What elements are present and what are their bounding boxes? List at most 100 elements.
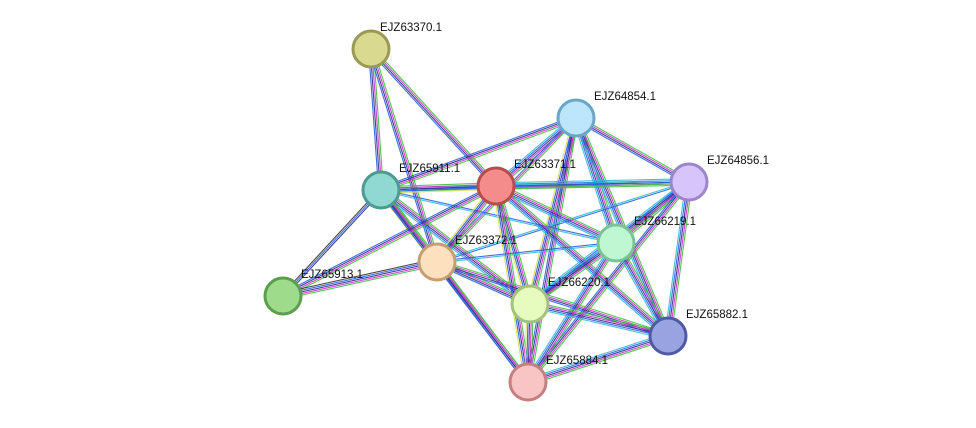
edge-ejz63370-1-ejz63371-1 [368, 47, 499, 188]
edge-evidence-blue [436, 241, 616, 262]
edge-ejz64856-1-ejz65882-1 [664, 181, 693, 337]
edge-evidence-navy [380, 116, 576, 190]
node-label-ejz64854-1: EJZ64854.1 [594, 91, 656, 103]
edge-evidence-cyan [378, 192, 529, 307]
node-label-ejz65911-1: EJZ65911.1 [399, 163, 460, 175]
edge-evidence-blue [437, 182, 690, 264]
edge-evidence-navy [495, 185, 531, 305]
edge-evidence-navy [283, 190, 383, 298]
edge-evidence-cyan [526, 332, 668, 380]
edge-evidence-green [283, 187, 498, 299]
edge-ejz64854-1-ejz64856-1 [574, 115, 691, 185]
edge-evidence-dark [281, 188, 381, 296]
edge-ejz63371-1-ejz65882-1 [493, 183, 671, 339]
edge-evidence-magenta [381, 118, 577, 192]
edge-ejz63372-1-ejz65884-1 [434, 260, 531, 384]
edge-evidence-magenta [371, 48, 383, 190]
node-ejz65884-1[interactable] [508, 362, 548, 402]
edge-evidence-blue [379, 115, 576, 189]
edge-evidence-green [437, 259, 669, 335]
edge-evidence-navy [667, 181, 690, 337]
edge-evidence-navy [436, 262, 668, 338]
edge-evidence-blue [529, 305, 668, 339]
edge-evidence-magenta [528, 243, 618, 384]
edge-evidence-magenta [496, 184, 670, 336]
edge-evidence-blue [368, 49, 380, 191]
node-label-ejz66220-1: EJZ66220.1 [548, 277, 610, 289]
edge-ejz63371-1-ejz66220-1 [492, 184, 534, 306]
edge-evidence-magenta [283, 263, 438, 299]
edge-evidence-blue [434, 263, 527, 384]
edge-evidence-green [438, 260, 531, 381]
node-ejz66219-1[interactable] [596, 223, 636, 263]
edge-evidence-blue [281, 183, 496, 295]
edge-evidence-cyan [572, 118, 614, 245]
edge-evidence-blue [495, 186, 616, 245]
node-label-ejz65882-1: EJZ65882.1 [686, 309, 748, 321]
edge-evidence-green [528, 338, 670, 386]
edge-evidence-cyan [493, 187, 667, 339]
edge-evidence-green [283, 264, 438, 300]
edge-ejz63372-1-ejz65882-1 [436, 259, 669, 339]
edge-evidence-magenta [371, 48, 497, 186]
node-ejz66220-1[interactable] [510, 284, 550, 324]
node-ejz65911-1[interactable] [361, 170, 401, 210]
edge-evidence-blue [574, 119, 689, 185]
node-ejz64856-1[interactable] [669, 162, 709, 202]
edge-evidence-cyan [664, 181, 687, 336]
edge-evidence-magenta [283, 186, 497, 298]
edge-evidence-magenta [576, 116, 690, 182]
edge-evidence-navy [495, 185, 669, 337]
edge-evidence-blue [493, 186, 529, 305]
edge-evidence-navy [369, 49, 437, 263]
edge-evidence-magenta [371, 48, 439, 262]
edge-evidence-navy [435, 262, 528, 383]
node-ejz63370-1[interactable] [351, 29, 391, 69]
edge-evidence-magenta [530, 301, 669, 335]
edge-evidence-navy [370, 49, 496, 187]
edge-evidence-navy [369, 49, 381, 191]
edge-evidence-blue [665, 181, 688, 336]
edge-ejz64854-1-ejz65911-1 [379, 115, 578, 193]
edge-evidence-magenta [496, 184, 617, 243]
edge-ejz66220-1-ejz65882-1 [529, 300, 669, 340]
edge-evidence-magenta [437, 260, 669, 336]
edge-evidence-blue [527, 333, 668, 382]
edge-evidence-green [497, 182, 618, 241]
edge-evidence-blue [282, 189, 382, 297]
edge-evidence-blue [282, 259, 437, 295]
node-ejz64854-1[interactable] [556, 98, 596, 138]
edge-evidence-cyan [524, 240, 614, 381]
node-label-ejz63370-1: EJZ63370.1 [380, 22, 442, 34]
node-ejz65882-1[interactable] [648, 316, 688, 356]
edge-evidence-cyan [437, 243, 617, 264]
edge-evidence-magenta [528, 336, 669, 385]
node-ejz63372-1[interactable] [417, 242, 457, 282]
edge-evidence-green [497, 183, 671, 335]
edge-evidence-blue [494, 186, 668, 338]
node-label-ejz65913-1: EJZ65913.1 [301, 269, 363, 281]
node-label-ejz64856-1: EJZ64856.1 [707, 155, 769, 167]
edge-ejz65882-1-ejz65884-1 [526, 332, 670, 386]
edge-ejz63371-1-ejz65913-1 [281, 183, 498, 299]
edge-evidence-magenta [437, 261, 530, 382]
edge-evidence-green [372, 47, 499, 185]
edge-evidence-green [496, 184, 690, 190]
edge-ejz65911-1-ejz65913-1 [281, 188, 383, 298]
edge-evidence-yellow [492, 186, 528, 306]
node-ejz63371-1[interactable] [476, 166, 516, 206]
edge-evidence-blue [368, 50, 495, 188]
edge-ejz64854-1-ejz65884-1 [525, 117, 579, 383]
edge-evidence-green [670, 182, 693, 337]
edge-evidence-green [372, 48, 384, 190]
edge-evidence-navy [575, 118, 689, 184]
edge-ejz63370-1-ejz65911-1 [368, 48, 384, 191]
node-label-ejz63371-1: EJZ63371.1 [514, 159, 576, 171]
edge-evidence-cyan [529, 306, 668, 340]
edge-evidence-navy [282, 184, 496, 296]
edge-evidence-green [498, 184, 534, 304]
edge-evidence-blue [436, 263, 668, 339]
node-ejz65913-1[interactable] [263, 276, 303, 316]
